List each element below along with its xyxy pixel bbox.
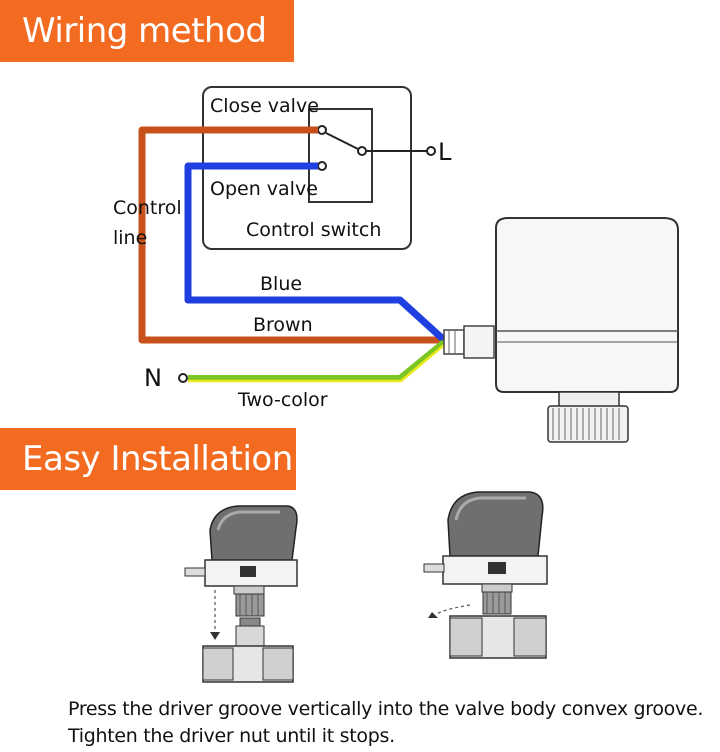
install-step-2-illustration [423, 491, 548, 659]
switch-lever [325, 132, 359, 150]
brown-wire [138, 126, 444, 344]
terminal-n-label: N [144, 364, 162, 392]
wiring-method-title: Wiring method [22, 11, 267, 51]
switch-contacts-box [308, 108, 373, 203]
control-line-label-2: line [113, 227, 147, 249]
control-switch-label: Control switch [246, 219, 381, 241]
blue-wire-label: Blue [260, 273, 302, 295]
close-valve-label: Close valve [210, 95, 319, 117]
control-line-label-1: Control [113, 197, 182, 219]
close-contact [317, 125, 327, 135]
installation-caption: Press the driver groove vertically into … [68, 698, 704, 747]
two-color-wire-label: Two-color [237, 389, 328, 411]
install-step-1-illustration [184, 505, 298, 683]
common-contact [357, 146, 367, 156]
easy-installation-title: Easy Installation [22, 439, 293, 479]
actuator-illustration [443, 217, 679, 443]
open-valve-label: Open valve [210, 178, 318, 200]
open-contact [317, 161, 327, 171]
l-terminal [426, 146, 436, 156]
wiring-method-banner: Wiring method [0, 0, 294, 62]
brown-wire-label: Brown [253, 314, 313, 336]
easy-installation-banner: Easy Installation [0, 428, 296, 490]
two-color-wire-green [188, 339, 446, 381]
n-terminal [178, 373, 188, 383]
blue-wire [184, 162, 447, 343]
two-color-wire-yellow [188, 344, 445, 383]
terminal-l-label: L [438, 138, 452, 166]
